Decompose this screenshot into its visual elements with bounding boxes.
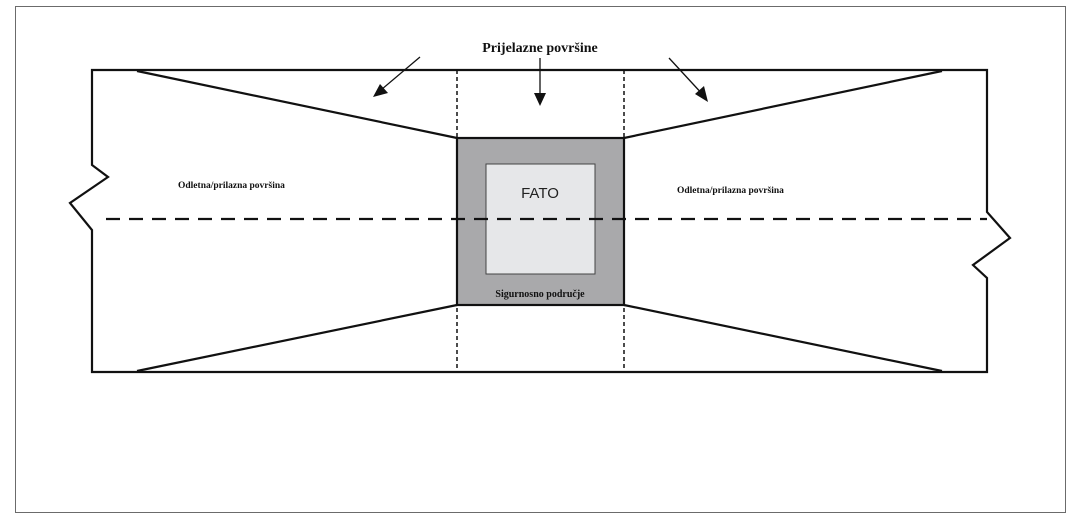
outer-boundary-left: [68, 68, 457, 374]
transition-edge-top-left: [136, 69, 458, 140]
arrowhead-right: [695, 86, 708, 102]
right-surface-label: Odletna/prilazna površina: [677, 186, 784, 196]
transitional-surfaces-title: Prijelazne površine: [482, 41, 597, 56]
left-surface-label: Odletna/prilazna površina: [178, 181, 285, 191]
safety-area-label: Sigurnosno područje: [495, 289, 585, 300]
arrowhead-center: [534, 93, 546, 106]
fato-label: FATO: [521, 185, 559, 202]
transition-edge-bottom-right: [623, 303, 943, 373]
transition-edge-top-right: [623, 69, 943, 140]
transition-edge-bottom-left: [136, 303, 458, 373]
outer-boundary-right: [624, 68, 1012, 374]
arrowhead-left: [373, 84, 388, 97]
